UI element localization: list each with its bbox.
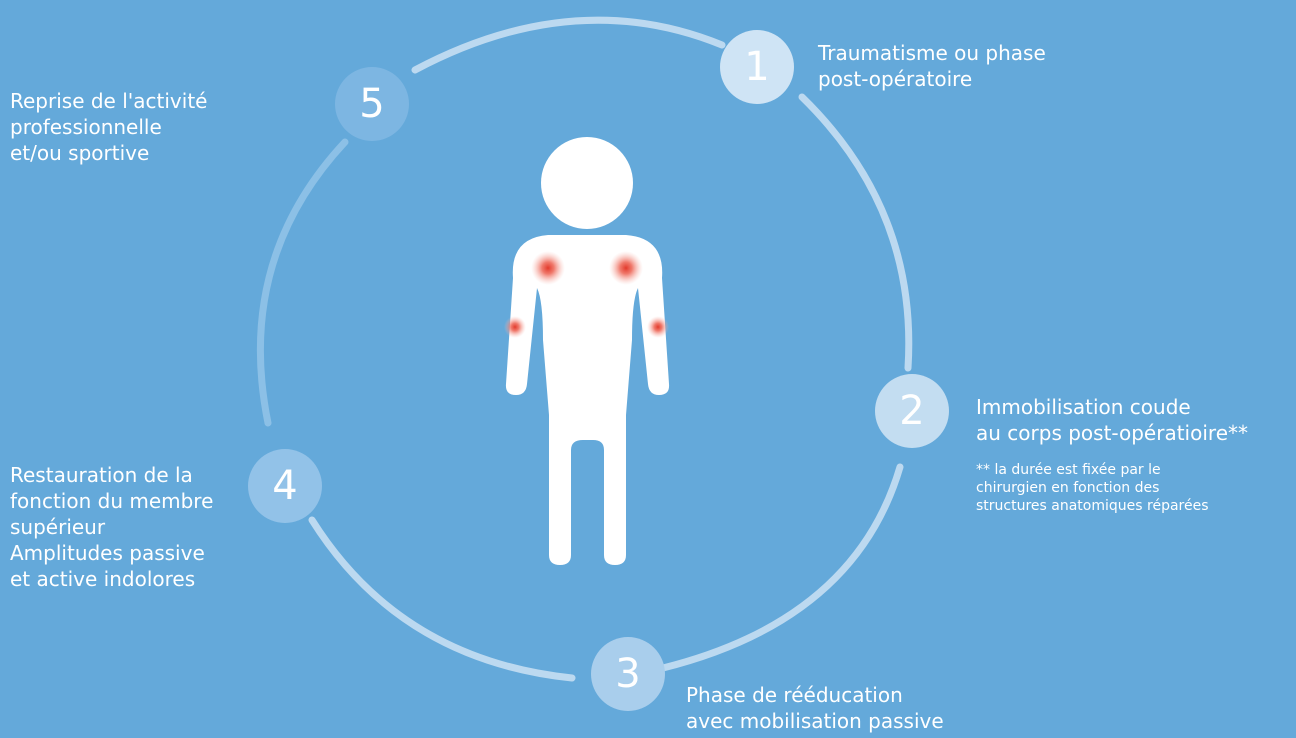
pain-spot-left-elbow (504, 316, 526, 338)
step-2-circle (875, 374, 949, 448)
arc-4-to-5 (256, 138, 349, 427)
step-1-number: 1 (744, 44, 770, 90)
step-4-label: Restauration de la fonction du membre su… (10, 463, 214, 591)
human-figure (505, 137, 670, 565)
figure-body (505, 235, 670, 565)
figure-head (541, 137, 633, 229)
arc-2-to-3 (659, 463, 904, 672)
step-3-label: Phase de rééducation avec mobilisation p… (686, 683, 944, 733)
pain-spot-right-elbow (647, 316, 669, 338)
step-4-circle (248, 449, 322, 523)
step-3-circle (591, 637, 665, 711)
step-2-number: 2 (899, 388, 925, 434)
pain-spot-left-shoulder (531, 251, 565, 285)
step-3-number: 3 (615, 651, 641, 697)
step-5-number: 5 (359, 81, 385, 127)
step-5-circle (335, 67, 409, 141)
step-2-note: ** la durée est fixée par le chirurgien … (976, 462, 1209, 514)
step-5-label: Reprise de l'activité professionnelle et… (10, 89, 208, 165)
step-2-label: Immobilisation coude au corps post-opéra… (976, 395, 1248, 445)
step-1-label: Traumatisme ou phase post-opératoire (818, 41, 1046, 91)
pain-spot-right-shoulder (609, 251, 643, 285)
arc-3-to-4 (308, 516, 576, 682)
step-1-circle (720, 30, 794, 104)
arc-5-to-1 (411, 16, 726, 74)
step-4-number: 4 (272, 463, 298, 509)
arc-1-to-2 (798, 93, 913, 372)
